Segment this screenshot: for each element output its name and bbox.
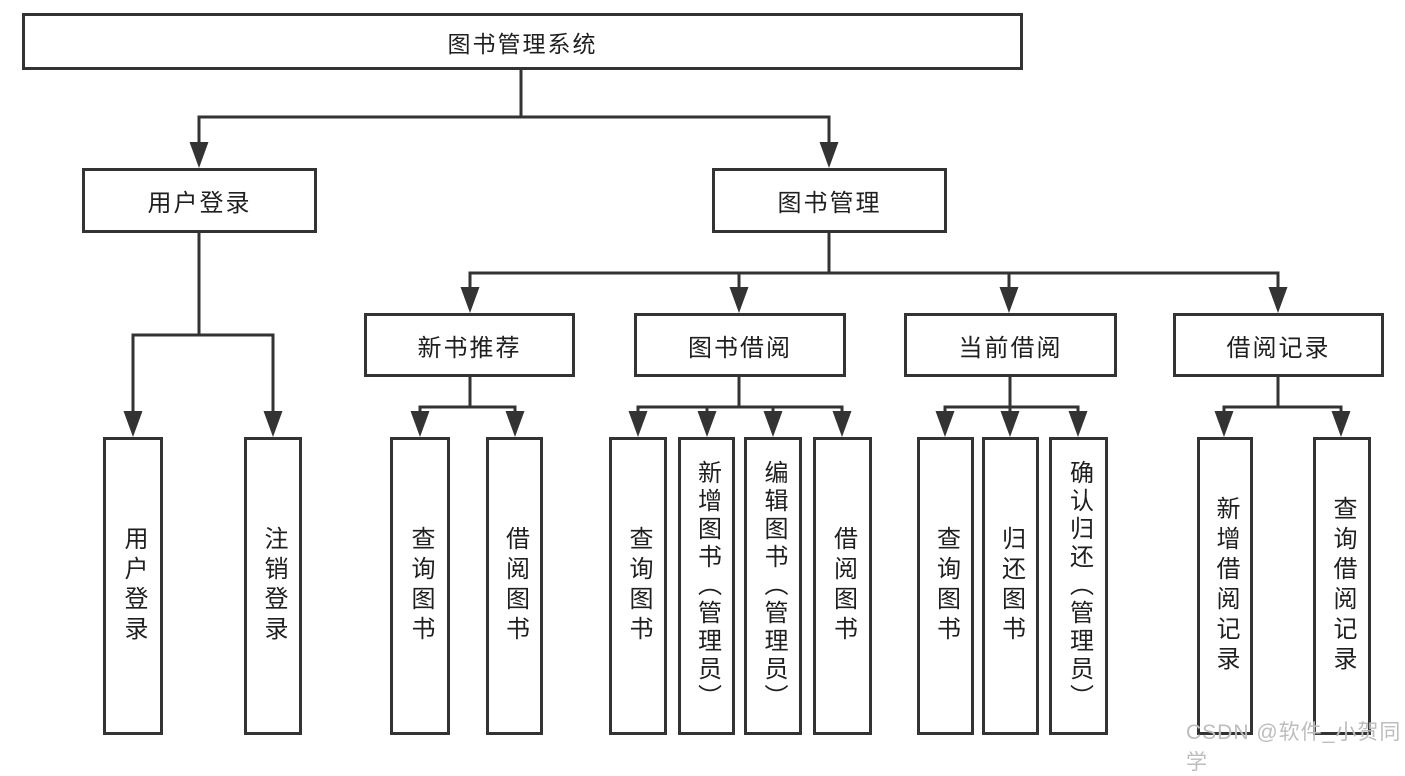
node-book-management: 图书管理 <box>712 168 947 233</box>
node-label: 图书借阅 <box>688 334 792 362</box>
leaf-query-books-1: 查询图书 <box>390 437 450 735</box>
leaf-add-books-admin: 新增图书（管理员） <box>678 437 735 735</box>
leaf-label: 新增图书（管理员） <box>693 460 721 712</box>
node-current-borrowing: 当前借阅 <box>904 313 1117 377</box>
leaf-return-books: 归还图书 <box>982 437 1039 735</box>
leaf-borrow-books-1: 借阅图书 <box>486 437 543 735</box>
leaf-edit-books-admin: 编辑图书（管理员） <box>744 437 802 735</box>
leaf-label: 查询借阅记录 <box>1329 496 1356 676</box>
org-chart-diagram: 图书管理系统 用户登录 图书管理 新书推荐 图书借阅 当前借阅 借阅记录 用户登… <box>22 13 1400 774</box>
leaf-label: 借阅图书 <box>829 526 857 646</box>
leaf-query-books-2: 查询图书 <box>609 437 667 735</box>
leaf-logout: 注销登录 <box>244 437 302 735</box>
leaf-confirm-return-admin: 确认归还（管理员） <box>1049 437 1108 735</box>
csdn-watermark: CSDN @软件_小贺同学 <box>1186 721 1402 774</box>
node-book-borrowing: 图书借阅 <box>634 313 846 377</box>
node-label: 新书推荐 <box>417 334 522 362</box>
leaf-label: 用户登录 <box>120 526 147 646</box>
leaf-label: 借阅图书 <box>501 526 529 646</box>
node-label: 当前借阅 <box>958 334 1063 362</box>
connector-lines <box>131 68 1343 414</box>
node-root-system: 图书管理系统 <box>22 13 1023 70</box>
arrowhead-down-icons <box>123 142 1351 437</box>
node-label: 用户登录 <box>147 190 252 217</box>
leaf-label: 查询图书 <box>932 526 960 646</box>
root-title: 图书管理系统 <box>447 30 598 57</box>
leaf-user-login: 用户登录 <box>103 437 163 735</box>
leaf-label: 注销登录 <box>260 526 287 646</box>
leaf-label: 编辑图书（管理员） <box>760 460 787 712</box>
node-new-book-recommend: 新书推荐 <box>364 313 575 377</box>
leaf-label: 查询图书 <box>625 526 652 646</box>
leaf-label: 归还图书 <box>997 526 1025 646</box>
leaf-label: 确认归还（管理员） <box>1065 460 1093 712</box>
node-label: 图书管理 <box>777 190 882 217</box>
node-user-login-group: 用户登录 <box>82 168 317 233</box>
connector-tree <box>123 68 1351 437</box>
leaf-query-books-3: 查询图书 <box>917 437 974 735</box>
node-borrowing-records: 借阅记录 <box>1173 313 1384 377</box>
leaf-borrow-books-2: 借阅图书 <box>813 437 872 735</box>
leaf-add-borrow-record: 新增借阅记录 <box>1197 437 1253 735</box>
leaf-query-borrow-record: 查询借阅记录 <box>1313 437 1371 735</box>
leaf-label: 查询图书 <box>407 526 434 646</box>
node-label: 借阅记录 <box>1226 334 1331 362</box>
leaf-label: 新增借阅记录 <box>1212 496 1239 676</box>
